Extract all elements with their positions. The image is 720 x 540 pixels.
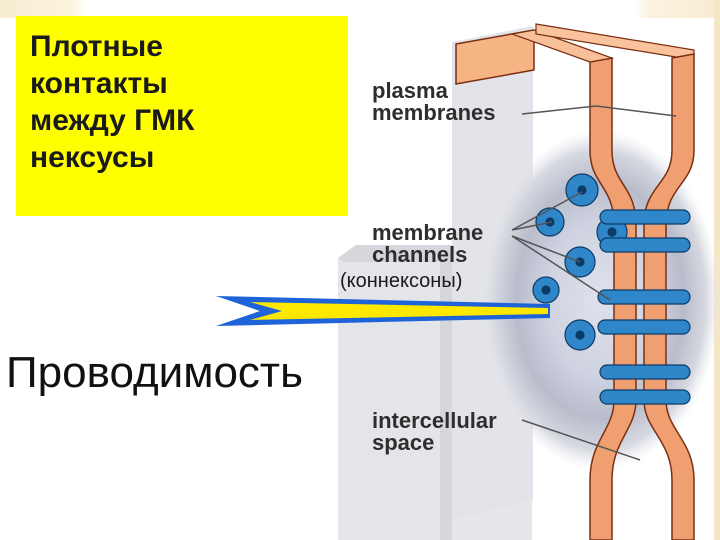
channel-flower [565,173,599,207]
channel-pore [599,237,691,253]
membrane-channels-label: membrane channels [372,222,483,266]
channel-flower [564,319,596,351]
title-line: контакты [30,67,168,100]
membrane-sheet-edge [338,215,530,540]
slide-frame-top [0,0,720,18]
channel-flower [532,276,560,304]
channel-pore [597,289,691,305]
label-line: membrane [372,220,484,245]
channel-pore [599,389,691,405]
plasma-membrane-left [455,29,637,540]
label-line: intercellular [372,408,497,433]
plasma-membrane-right [535,23,695,540]
channel-pore [599,209,691,225]
title-line: между ГМК [30,104,195,137]
label-line: space [372,430,435,455]
title-box: Плотные контакты между ГМК нексусы [16,16,348,216]
channel-pore [597,319,691,335]
channel-pore [599,364,691,380]
plasma-membranes-label: plasma membranes [372,80,496,124]
connexons-label: (коннексоны) [340,270,463,292]
conductivity-label: Проводимость [6,348,303,397]
label-line: membranes [372,100,496,125]
intercellular-space-label: intercellular space [372,410,497,454]
label-line: channels [372,242,468,267]
title-line: Плотные [30,30,163,63]
title-line: нексусы [30,141,155,174]
conduction-arrow [216,296,550,326]
pointer-lines [511,105,677,461]
label-line: plasma [372,78,448,103]
